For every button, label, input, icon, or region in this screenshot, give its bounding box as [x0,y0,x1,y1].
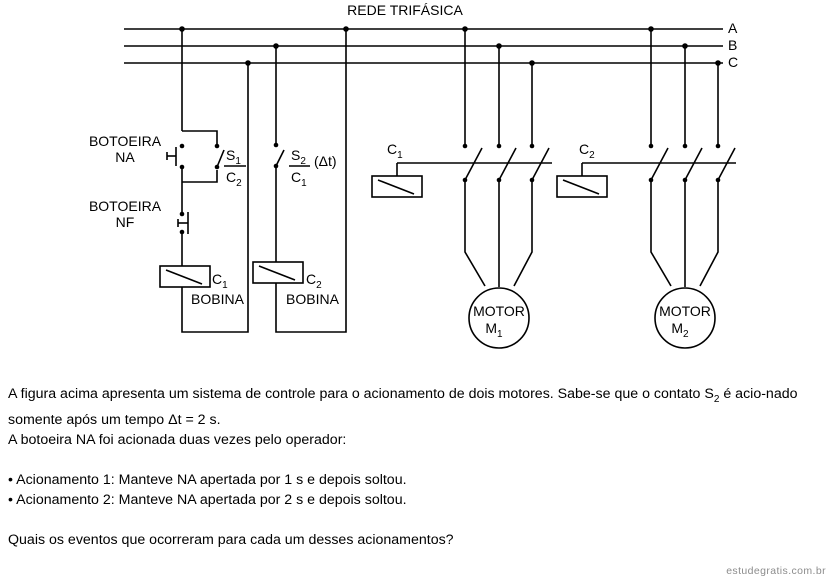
botoeira-na-label-1: BOTOEIRA [89,133,162,149]
coil-c2-bobina: BOBINA [286,291,340,307]
control-circuit-1 [159,26,251,333]
control-circuit-2 [252,26,349,333]
motor-m1-id: M1 [485,320,503,340]
delta-t-label: (Δt) [314,153,337,169]
contactor-c1-coil [371,175,423,198]
contactor-c1-label: C1 [387,141,403,161]
contactor-c2-label: C2 [579,141,595,161]
circuit-diagram: REDE TRIFÁSICA A B C [89,2,738,349]
botoeira-na [166,143,185,182]
contact-s2-c1 [273,142,285,169]
botoeira-na-label-2: NA [115,149,135,165]
diagram-title: REDE TRIFÁSICA [347,2,463,18]
phase-b-label: B [728,37,737,53]
bullet-acionamento-2: • Acionamento 2: Manteve NA apertada por… [8,491,407,508]
coil-c1-bobina: BOBINA [191,291,245,307]
three-phase-bus: A B C [124,20,738,70]
power-circuit-m1 [371,26,552,349]
motor-m1 [468,287,530,349]
motor-m2 [654,287,716,349]
motor-m2-label: MOTOR [659,303,711,319]
botoeira-nf-label-2: NF [116,214,135,230]
coil-c2 [252,261,304,284]
c1-contact-label: C1 [291,169,307,189]
question-intro: A figura acima apresenta um sistema de c… [8,386,798,428]
phase-c-label: C [728,54,738,70]
contactor-c2-coil [556,175,608,198]
s1-label: S1 [226,147,241,167]
question-text: A figura acima apresenta um sistema de c… [8,384,828,550]
botoeira-nf-label-1: BOTOEIRA [89,198,162,214]
c2-contact-label: C2 [226,169,242,189]
motor-m1-label: MOTOR [473,303,525,319]
botoeira-nf [177,211,189,235]
coil-c1 [159,265,211,288]
diagram-labels: BOTOEIRA NA BOTOEIRA NF S1 C2 S2 (Δt) C1… [89,133,711,340]
motor-m2-id: M2 [671,320,689,340]
contact-s1-c2 [214,143,225,170]
power-circuit-m2 [556,26,736,349]
bullet-acionamento-1: • Acionamento 1: Manteve NA apertada por… [8,471,407,488]
coil-c1-label: C1 [212,271,228,291]
question-line2: A botoeira NA foi acionada duas vezes pe… [8,431,347,448]
question-ask: Quais os eventos que ocorreram para cada… [8,531,454,548]
phase-a-label: A [728,20,738,36]
s2-label: S2 [291,147,306,167]
watermark: estudegratis.com.br [726,565,826,577]
coil-c2-label: C2 [306,271,322,291]
